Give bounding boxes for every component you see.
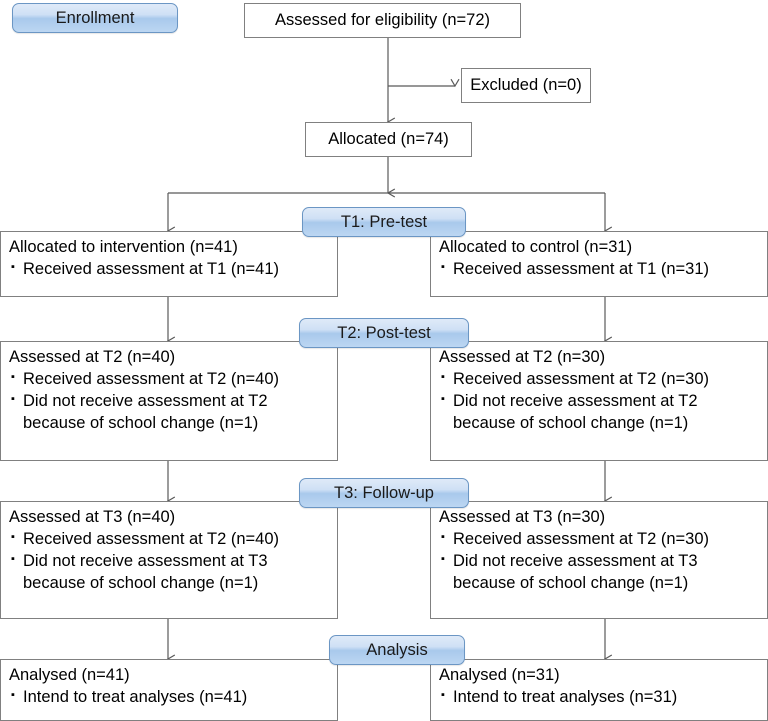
t3-intervention-list: Received assessment at T2 (n=40) Did not… [9,528,329,595]
stage-label-analysis-text: Analysis [366,640,428,659]
box-analysis-intervention: Analysed (n=41) Intend to treat analyses… [0,659,338,721]
list-item-continuation: because of school change (n=1) [23,573,259,592]
stage-label-t3-text: T3: Follow-up [334,483,434,502]
stage-label-t2: T2: Post-test [299,318,469,348]
list-item-continuation: because of school change (n=1) [453,413,689,432]
list-item: Did not receive assessment at T2 [439,390,759,413]
list-item: Received assessment at T2 (n=30) [439,528,759,551]
list-item: Did not receive assessment at T2 [9,390,329,413]
list-item: Intend to treat analyses (n=31) [439,686,759,709]
list-item-continuation: because of school change (n=1) [453,573,689,592]
t2-intervention-title: Assessed at T2 (n=40) [9,348,176,366]
stage-label-enrollment: Enrollment [12,3,178,33]
box-excluded: Excluded (n=0) [461,68,591,103]
box-allocated: Allocated (n=74) [305,122,472,157]
box-analysis-control: Analysed (n=31) Intend to treat analyses… [430,659,768,721]
analysis-intervention-list: Intend to treat analyses (n=41) [9,686,329,709]
t2-control-list: Received assessment at T2 (n=30) Did not… [439,368,759,435]
t1-intervention-title: Allocated to intervention (n=41) [9,238,238,256]
list-item: Received assessment at T2 (n=40) [9,528,329,551]
t3-intervention-title: Assessed at T3 (n=40) [9,508,176,526]
box-t1-control: Allocated to control (n=31) Received ass… [430,231,768,297]
analysis-intervention-title: Analysed (n=41) [9,666,130,684]
box-t3-control: Assessed at T3 (n=30) Received assessmen… [430,501,768,619]
analysis-control-list: Intend to treat analyses (n=31) [439,686,759,709]
allocated-text: Allocated (n=74) [328,129,449,148]
list-item-continuation: because of school change (n=1) [23,413,259,432]
list-item: Received assessment at T1 (n=31) [439,258,759,281]
list-item: Did not receive assessment at T3 [9,550,329,573]
stage-label-enrollment-text: Enrollment [55,8,135,27]
box-t2-control: Assessed at T2 (n=30) Received assessmen… [430,341,768,461]
stage-label-t2-text: T2: Post-test [337,323,431,342]
assessed-for-eligibility-text: Assessed for eligibility (n=72) [274,10,491,29]
list-item: Received assessment at T2 (n=30) [439,368,759,391]
stage-label-analysis: Analysis [329,635,465,665]
stage-label-t1: T1: Pre-test [302,207,466,237]
t3-control-list: Received assessment at T2 (n=30) Did not… [439,528,759,595]
t1-intervention-list: Received assessment at T1 (n=41) [9,258,329,281]
t2-intervention-list: Received assessment at T2 (n=40) Did not… [9,368,329,435]
excluded-text: Excluded (n=0) [470,75,582,94]
analysis-control-title: Analysed (n=31) [439,666,560,684]
stage-label-t3: T3: Follow-up [299,478,469,508]
box-t2-intervention: Assessed at T2 (n=40) Received assessmen… [0,341,338,461]
list-item: Intend to treat analyses (n=41) [9,686,329,709]
stage-label-t1-text: T1: Pre-test [340,212,428,231]
box-t3-intervention: Assessed at T3 (n=40) Received assessmen… [0,501,338,619]
t3-control-title: Assessed at T3 (n=30) [439,508,606,526]
list-item: Did not receive assessment at T3 [439,550,759,573]
box-assessed-for-eligibility: Assessed for eligibility (n=72) [244,3,521,38]
list-item: Received assessment at T1 (n=41) [9,258,329,281]
t2-control-title: Assessed at T2 (n=30) [439,348,606,366]
t1-control-title: Allocated to control (n=31) [439,238,633,256]
t1-control-list: Received assessment at T1 (n=31) [439,258,759,281]
list-item: Received assessment at T2 (n=40) [9,368,329,391]
box-t1-intervention: Allocated to intervention (n=41) Receive… [0,231,338,297]
